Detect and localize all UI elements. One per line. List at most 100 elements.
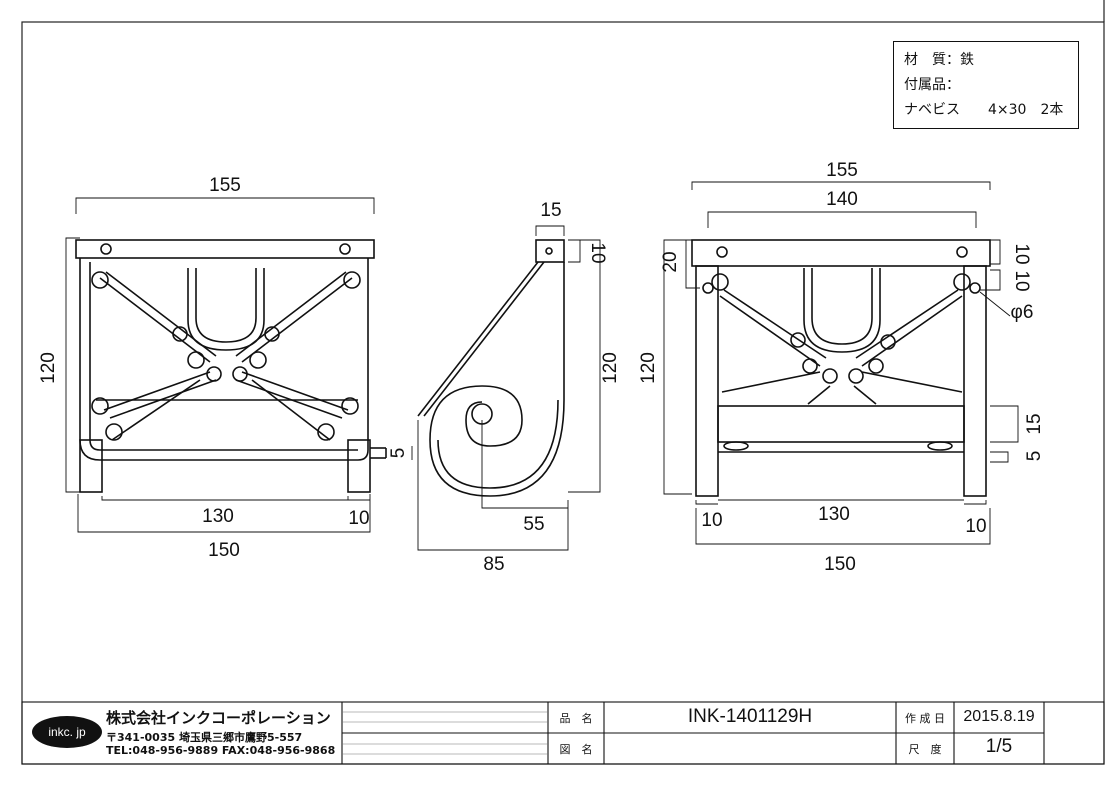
scale-value: 1/5 <box>985 736 1013 757</box>
front-width-top-label: 155 <box>209 175 241 196</box>
product-name-label: 品 名 <box>559 712 593 725</box>
rear-foot-left <box>723 441 749 451</box>
front-inner-width-label: 130 <box>202 506 234 527</box>
title-block-grid <box>21 701 1105 765</box>
side-tab-hole <box>545 247 553 255</box>
side-top-tab <box>535 239 565 263</box>
front-leg-right <box>347 439 371 493</box>
side-gap-label: 5 <box>388 448 409 459</box>
rear-width-top-label: 155 <box>826 160 858 181</box>
company-contact: TEL:048-956-9889 FAX:048-956-9868 <box>106 744 336 757</box>
rear-diag-4 <box>807 385 877 405</box>
rear-diag-2 <box>855 289 963 367</box>
rear-plate-a-label: 10 <box>1011 243 1032 264</box>
side-roll-curve <box>429 385 565 497</box>
front-diag-1 <box>99 271 217 363</box>
rear-scroll-6 <box>868 358 884 374</box>
rear-crossbar <box>717 405 965 443</box>
front-frame <box>79 258 369 461</box>
side-top-width-label: 15 <box>540 200 561 221</box>
rear-foot-right <box>927 441 953 451</box>
rear-hole-right <box>969 282 981 294</box>
front-scroll-5 <box>105 423 123 441</box>
front-view <box>75 239 387 493</box>
rear-scroll-7 <box>822 368 838 384</box>
front-u-loop-outer <box>187 268 265 351</box>
side-height-label: 120 <box>600 352 621 384</box>
rear-u-loop-outer <box>803 268 881 353</box>
side-top-height-label: 10 <box>587 242 608 263</box>
rear-scroll-4 <box>880 334 896 350</box>
rear-scroll-5 <box>802 358 818 374</box>
front-diag-3 <box>103 371 217 419</box>
rear-top-hole-right <box>956 246 968 258</box>
side-view <box>417 239 565 497</box>
rear-bar-gap-label: 5 <box>1024 451 1045 462</box>
front-scroll-11 <box>206 366 222 382</box>
front-scroll-4 <box>341 397 359 415</box>
scale-label: 尺 度 <box>908 743 942 756</box>
rear-scroll-2 <box>953 273 971 291</box>
front-height-label: 120 <box>38 352 59 384</box>
front-diag-4 <box>235 371 349 419</box>
front-scroll-2 <box>343 271 361 289</box>
front-scroll-8 <box>264 326 280 342</box>
product-name-value: INK-1401129H <box>687 706 813 727</box>
front-scroll-6 <box>317 423 335 441</box>
rear-leg-right-label: 10 <box>965 516 986 537</box>
notes-box: 材 質：鉄 付属品： ナベビス 4×30 2本 <box>893 41 1079 129</box>
front-top-plate <box>75 239 375 259</box>
front-scroll-3 <box>91 397 109 415</box>
front-scroll-1 <box>91 271 109 289</box>
date-value: 2015.8.19 <box>963 708 1035 725</box>
rear-base-width-label: 150 <box>824 554 856 575</box>
front-leg-label: 10 <box>348 508 369 529</box>
title-block-subrows <box>342 711 548 755</box>
side-depth-label: 85 <box>483 554 504 575</box>
rear-inner-width-label: 130 <box>818 504 850 525</box>
sheet-border <box>21 21 1105 765</box>
rear-leg-left-label: 10 <box>701 510 722 531</box>
company-name: 株式会社インクコーポレーション <box>106 709 331 727</box>
front-scroll-12 <box>232 366 248 382</box>
rear-top-offset-label: 20 <box>660 251 681 272</box>
side-roll-width-label: 55 <box>523 514 544 535</box>
screws-note: ナベビス 4×30 2本 <box>904 102 1064 118</box>
side-dimension-lines <box>411 225 601 551</box>
rear-leg-right <box>963 265 987 497</box>
front-screw-hole-left <box>100 243 112 255</box>
rear-hole-span-label: 140 <box>826 189 858 210</box>
drawing-name-label: 図 名 <box>559 743 593 756</box>
rear-scroll-1 <box>711 273 729 291</box>
rear-height-label: 120 <box>638 352 659 384</box>
rear-top-plate <box>691 239 991 267</box>
front-screw-hole-right <box>339 243 351 255</box>
rear-scroll-8 <box>848 368 864 384</box>
rear-plate-b-label: 10 <box>1011 270 1032 291</box>
front-scroll-7 <box>172 326 188 342</box>
rear-bar-height-label: 15 <box>1024 413 1045 434</box>
company-logo: inkc. jp <box>32 716 102 748</box>
rear-top-hole-left <box>716 246 728 258</box>
rear-scroll-3 <box>790 332 806 348</box>
rear-diag-3 <box>721 371 963 393</box>
front-dimension-lines <box>65 197 375 533</box>
side-arm-inner <box>423 261 545 417</box>
front-base-width-label: 150 <box>208 540 240 561</box>
date-label: 作 成 日 <box>905 712 945 725</box>
rear-u-loop-inner <box>811 268 873 345</box>
rear-leg-left <box>695 265 719 497</box>
company-address: 〒341-0035 埼玉県三郷市鷹野5-557 <box>106 731 303 744</box>
front-leg-left <box>79 439 103 493</box>
rear-view <box>691 239 991 497</box>
material-note: 材 質：鉄 <box>904 52 974 68</box>
front-scroll-9 <box>187 351 205 369</box>
rear-diag-1 <box>719 289 827 367</box>
rear-hole-diameter-label: φ6 <box>1011 302 1034 323</box>
front-scroll-10 <box>249 351 267 369</box>
front-diag-2 <box>235 271 353 363</box>
rear-dimension-lines <box>663 181 1019 545</box>
side-roll-curve-inner <box>437 399 559 489</box>
side-arm-outer <box>417 261 539 417</box>
front-diag-5 <box>111 379 331 441</box>
